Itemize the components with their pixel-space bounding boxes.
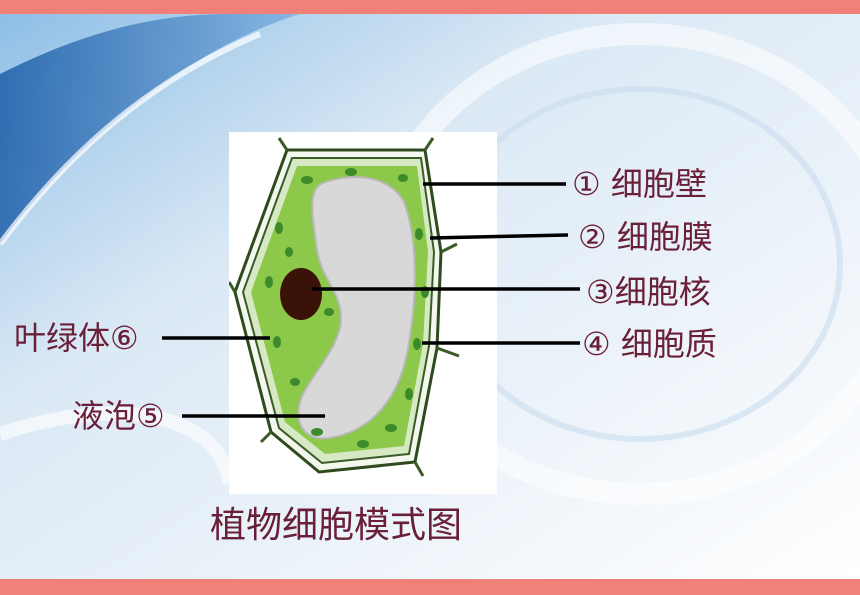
nucleus-shape xyxy=(280,268,322,320)
label-cytoplasm: ④ 细胞质 xyxy=(582,325,717,363)
label-chloroplast: 叶绿体⑥ xyxy=(14,319,139,357)
bottom-accent-bar xyxy=(0,579,860,595)
label-cell-membrane: ② 细胞膜 xyxy=(578,218,713,256)
label-vacuole: 液泡⑤ xyxy=(72,397,165,435)
plant-cell-diagram xyxy=(227,137,460,477)
vacuole-shape xyxy=(297,176,416,440)
chloroplasts xyxy=(265,168,429,448)
top-accent-bar xyxy=(0,0,860,14)
cell-image-panel xyxy=(227,132,497,494)
label-nucleus: ③细胞核 xyxy=(586,273,711,311)
diagram-title: 植物细胞模式图 xyxy=(210,505,463,546)
label-cell-wall: ① 细胞壁 xyxy=(572,165,707,203)
